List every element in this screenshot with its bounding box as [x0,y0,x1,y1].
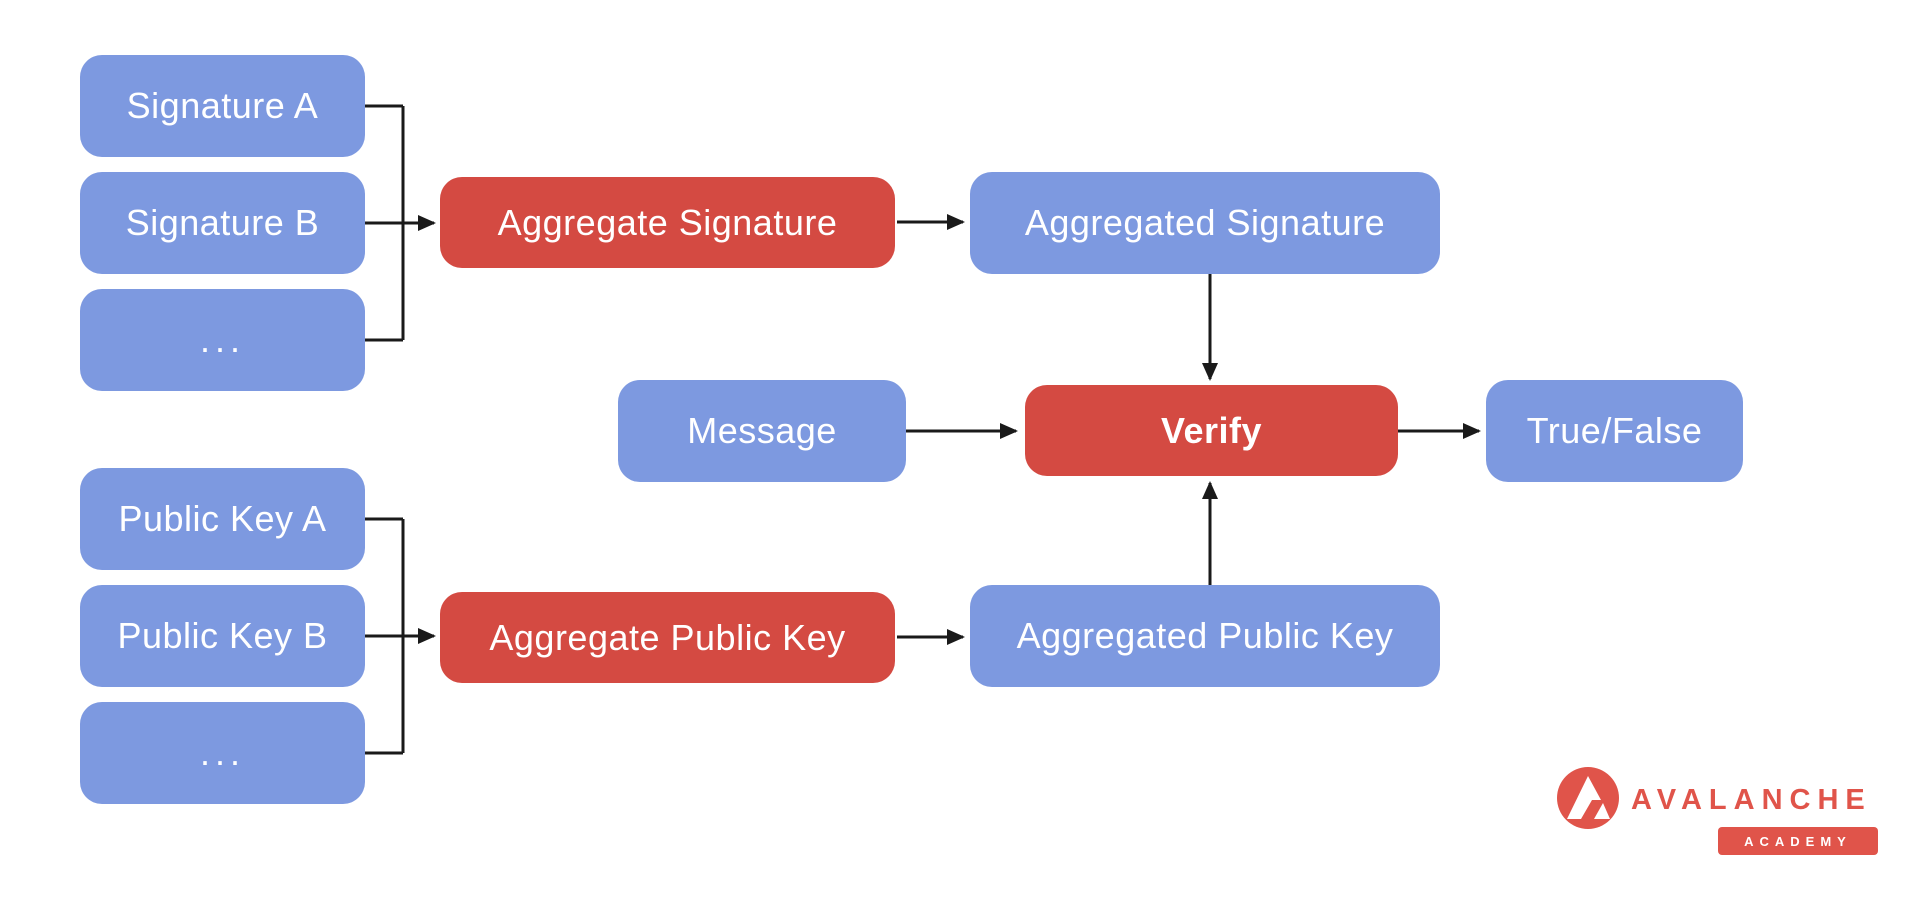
avalanche-logo-icon [1557,767,1619,829]
node-signature-ellipsis: ... [80,289,365,391]
node-true-false: True/False [1486,380,1743,482]
node-public-key-b: Public Key B [80,585,365,687]
academy-badge: ACADEMY [1718,827,1878,855]
node-aggregated-public-key: Aggregated Public Key [970,585,1440,687]
node-aggregated-signature: Aggregated Signature [970,172,1440,274]
node-public-key-ellipsis: ... [80,702,365,804]
node-aggregate-signature: Aggregate Signature [440,177,895,268]
node-signature-a: Signature A [80,55,365,157]
node-public-key-a: Public Key A [80,468,365,570]
node-aggregate-public-key: Aggregate Public Key [440,592,895,683]
node-verify: Verify [1025,385,1398,476]
avalanche-academy-logo: AVALANCHE ACADEMY [1557,767,1878,857]
node-signature-b: Signature B [80,172,365,274]
node-message: Message [618,380,906,482]
avalanche-brand-text: AVALANCHE [1631,784,1872,816]
